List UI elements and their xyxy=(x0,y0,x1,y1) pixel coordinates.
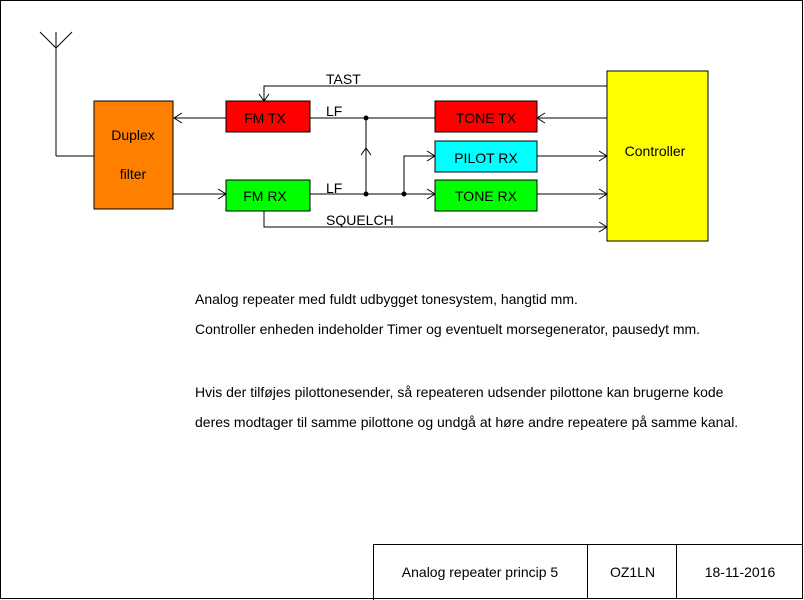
duplex-label-1: Duplex xyxy=(111,127,155,143)
controller-block: Controller xyxy=(606,70,709,242)
tone-rx-box xyxy=(434,179,538,212)
note-line-2: Controller enheden indeholder Timer og e… xyxy=(195,321,701,337)
fm-tx-block: FM TX xyxy=(225,100,311,133)
tone-rx-label: TONE RX xyxy=(455,188,518,204)
signal-label-squelch: SQUELCH xyxy=(326,212,394,228)
duplex-filter-box xyxy=(93,100,174,210)
tone-tx-block: TONE TX xyxy=(434,100,538,133)
title-block-date: 18-11-2016 xyxy=(676,545,803,599)
controller-box xyxy=(606,70,709,242)
fm-rx-box xyxy=(225,179,311,212)
antenna-icon xyxy=(39,31,73,156)
tone-tx-box xyxy=(434,100,538,133)
pilot-rx-label: PILOT RX xyxy=(454,150,518,166)
signal-label-tast: TAST xyxy=(326,71,361,87)
fm-rx-block: FM RX xyxy=(225,179,311,212)
note-line-1: Analog repeater med fuldt udbygget tones… xyxy=(195,291,578,307)
fm-tx-label: FM TX xyxy=(244,110,286,126)
tone-rx-block: TONE RX xyxy=(434,179,538,212)
fm-tx-box xyxy=(225,100,311,133)
title-block-frame xyxy=(373,544,803,600)
duplex-filter-block: Duplex filter xyxy=(93,100,174,210)
duplex-label-2: filter xyxy=(120,166,147,182)
controller-label: Controller xyxy=(625,143,686,159)
note-line-3: Hvis der tilføjes pilottonesender, så re… xyxy=(195,384,724,400)
note-line-4: deres modtager til samme pilottone og un… xyxy=(195,414,739,430)
title-block-author: OZ1LN xyxy=(587,545,677,599)
signal-label-lf-tx: LF xyxy=(326,103,342,119)
pilot-rx-box xyxy=(434,140,538,173)
signal-label-lf-rx: LF xyxy=(326,180,342,196)
tone-tx-label: TONE TX xyxy=(456,110,517,126)
junction-dot-rx xyxy=(363,191,369,197)
title-block-title: Analog repeater princip 5 xyxy=(401,564,559,580)
junction-dot-pilot xyxy=(401,191,407,197)
junction-dot-tx xyxy=(363,115,369,121)
pilot-rx-block: PILOT RX xyxy=(434,140,538,173)
fm-rx-label: FM RX xyxy=(243,188,287,204)
